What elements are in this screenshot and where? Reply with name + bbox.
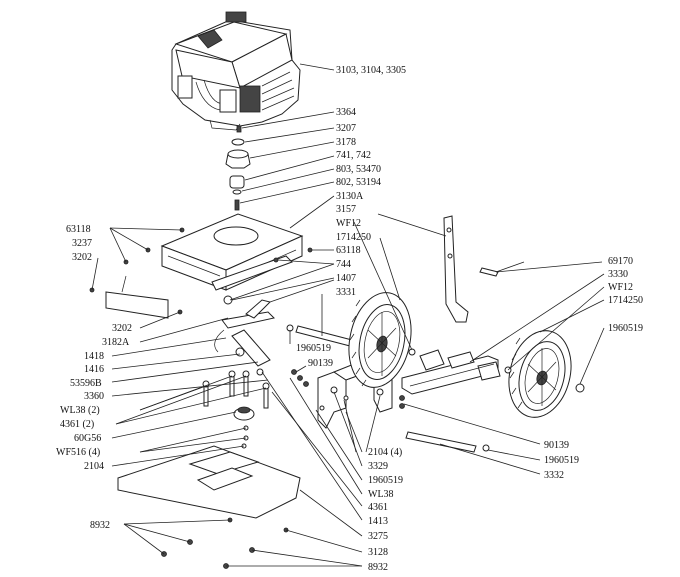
part-labels: 3103, 3104, 3305 3364 3207 3178 741, 742… xyxy=(56,65,643,573)
wheel-right-1714250 xyxy=(508,330,572,418)
label-1413: 1413 xyxy=(368,516,388,527)
label-90139-b: 90139 xyxy=(544,440,569,451)
engine-assembly xyxy=(171,11,301,131)
label-2104-l: 2104 xyxy=(84,461,104,472)
label-3331: 3331 xyxy=(336,287,356,298)
base-plate-3275 xyxy=(117,445,301,519)
label-4361-2: 4361 (2) xyxy=(60,419,94,430)
washer-3207 xyxy=(231,138,245,146)
label-3329: 3329 xyxy=(368,461,388,472)
label-3157: 3157 xyxy=(336,204,356,215)
label-1407: 1407 xyxy=(336,273,356,284)
label-8932-l: 8932 xyxy=(90,520,110,531)
label-wl38: WL38 xyxy=(368,489,394,500)
label-3207: 3207 xyxy=(336,123,356,134)
label-engine: 3103, 3104, 3305 xyxy=(336,65,406,76)
label-1418: 1418 xyxy=(84,351,104,362)
label-1714250-a: 1714250 xyxy=(336,232,371,243)
label-3202-a: 3202 xyxy=(72,252,92,263)
label-wf12-b: WF12 xyxy=(608,282,633,293)
label-60G56: 60G56 xyxy=(74,433,101,444)
axle-rod-3332 xyxy=(405,431,477,453)
label-3237: 3237 xyxy=(72,238,92,249)
label-1416: 1416 xyxy=(84,364,104,375)
label-741: 741, 742 xyxy=(336,150,371,161)
bracket-3202 xyxy=(105,291,169,319)
label-3130A: 3130A xyxy=(336,191,364,202)
label-3360: 3360 xyxy=(84,391,104,402)
label-3182A: 3182A xyxy=(102,337,130,348)
chassis-plate-3130A xyxy=(160,213,304,291)
label-3364: 3364 xyxy=(336,107,356,118)
label-1960519-r: 1960519 xyxy=(608,323,643,334)
leader-lines xyxy=(91,63,605,567)
label-3332: 3332 xyxy=(544,470,564,481)
label-802: 802, 53194 xyxy=(336,177,381,188)
bolts-wl38 xyxy=(202,370,270,409)
bolt-3364 xyxy=(236,125,242,133)
label-3178: 3178 xyxy=(336,137,356,148)
carriage-3330 xyxy=(401,349,501,395)
label-wf12-a: WF12 xyxy=(336,218,361,229)
wheel-left-1714250 xyxy=(348,292,412,388)
label-1960519-a: 1960519 xyxy=(296,343,331,354)
label-63118-r: 63118 xyxy=(336,245,361,256)
label-4361: 4361 xyxy=(368,502,388,513)
handle-3157 xyxy=(443,215,469,323)
label-8932-b: 8932 xyxy=(368,562,388,573)
label-803: 803, 53470 xyxy=(336,164,381,175)
label-1960519-c: 1960519 xyxy=(544,455,579,466)
label-3275: 3275 xyxy=(368,531,388,542)
label-wl38-2: WL38 (2) xyxy=(60,405,100,416)
label-53596B: 53596B xyxy=(70,378,102,389)
label-1960519-b: 1960519 xyxy=(368,475,403,486)
label-3128: 3128 xyxy=(368,547,388,558)
label-2104-4: 2104 (4) xyxy=(368,447,402,458)
label-wf516: WF516 (4) xyxy=(56,447,100,458)
bolt-69170 xyxy=(479,267,499,277)
label-1714250-b: 1714250 xyxy=(608,295,643,306)
label-3330: 3330 xyxy=(608,269,628,280)
label-3202-b: 3202 xyxy=(112,323,132,334)
label-69170: 69170 xyxy=(608,256,633,267)
label-744: 744 xyxy=(336,259,351,270)
label-90139-a: 90139 xyxy=(308,358,333,369)
spacer-741 xyxy=(229,175,245,189)
label-63118-l: 63118 xyxy=(66,224,91,235)
